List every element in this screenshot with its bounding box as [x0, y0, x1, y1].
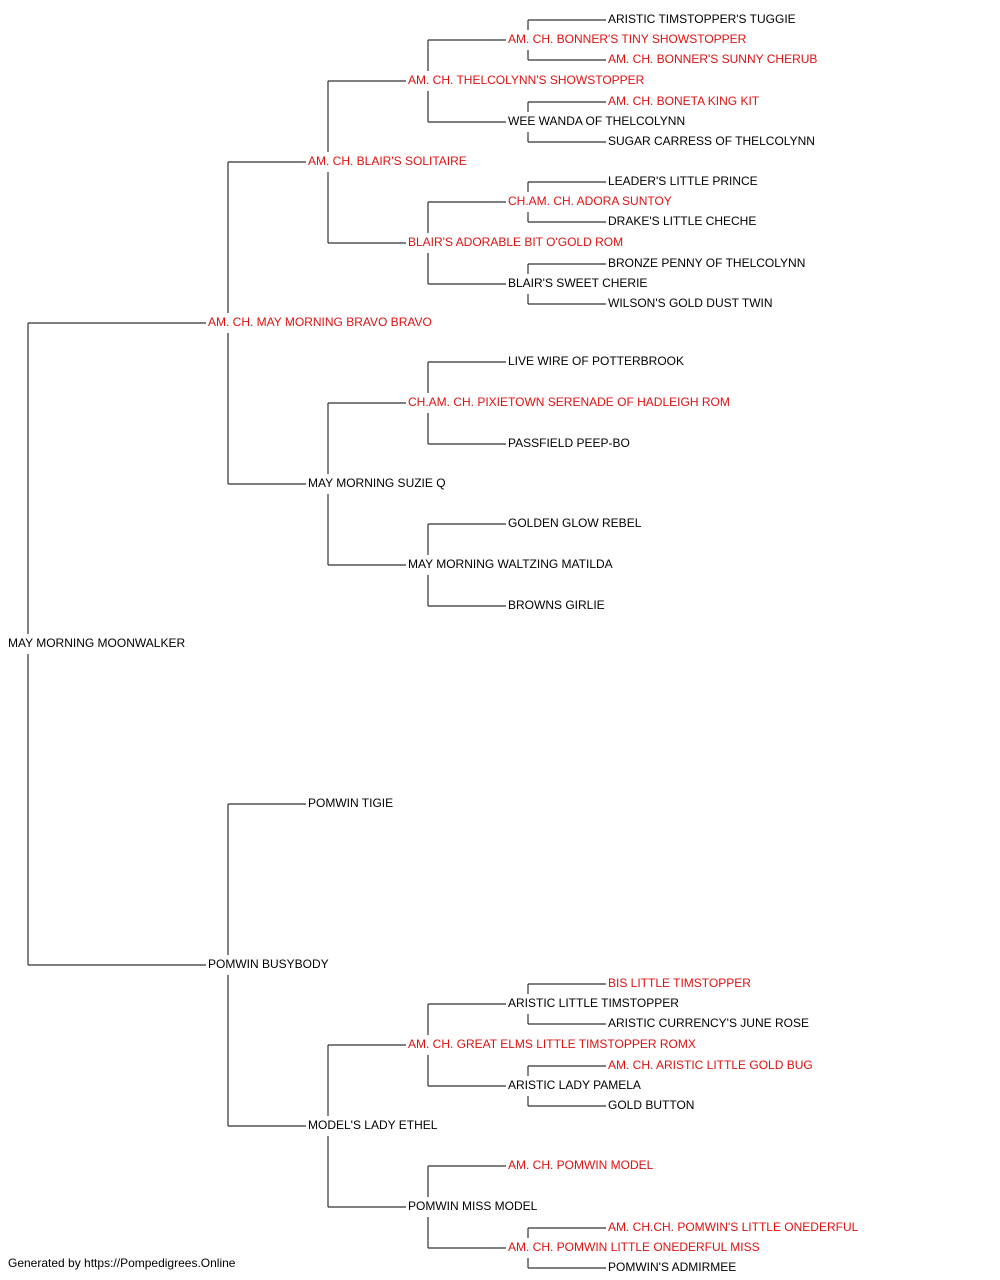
dog-name-root-sire-sire-dam-sire-dam: DRAKE'S LITTLE CHECHE: [608, 214, 756, 228]
dog-name-root-sire: AM. CH. MAY MORNING BRAVO BRAVO: [208, 315, 432, 329]
dog-name-root: MAY MORNING MOONWALKER: [8, 636, 185, 650]
dog-name-root-dam-dam-sire-sire: ARISTIC LITTLE TIMSTOPPER: [508, 996, 679, 1010]
dog-name-root-sire-dam-sire-dam: PASSFIELD PEEP-BO: [508, 436, 630, 450]
dog-name-root-dam-dam-sire-sire-sire: BIS LITTLE TIMSTOPPER: [608, 976, 751, 990]
dog-name-root-dam: POMWIN BUSYBODY: [208, 957, 329, 971]
dog-name-root-sire-sire-sire: AM. CH. THELCOLYNN'S SHOWSTOPPER: [408, 73, 645, 87]
dog-name-root-dam-dam-dam-dam-sire: AM. CH.CH. POMWIN'S LITTLE ONEDERFUL: [608, 1220, 859, 1234]
dog-name-root-sire-dam-sire-sire: LIVE WIRE OF POTTERBROOK: [508, 354, 684, 368]
dog-name-root-dam-dam-sire-dam: ARISTIC LADY PAMELA: [508, 1078, 641, 1092]
dog-name-root-sire-sire-dam-dam-dam: WILSON'S GOLD DUST TWIN: [608, 296, 773, 310]
dog-name-root-dam-dam-sire: AM. CH. GREAT ELMS LITTLE TIMSTOPPER ROM…: [408, 1037, 696, 1051]
dog-name-root-sire-sire-dam-sire-sire: LEADER'S LITTLE PRINCE: [608, 174, 758, 188]
dog-name-root-sire-sire-sire-dam-sire: AM. CH. BONETA KING KIT: [608, 94, 760, 108]
dog-name-root-dam-dam-sire-dam-dam: GOLD BUTTON: [608, 1098, 694, 1112]
dog-name-root-sire-sire-dam-dam: BLAIR'S SWEET CHERIE: [508, 276, 647, 290]
footer-credit: Generated by https://Pompedigrees.Online: [8, 1256, 236, 1270]
dog-name-root-sire-sire-dam-dam-sire: BRONZE PENNY OF THELCOLYNN: [608, 256, 805, 270]
dog-name-root-sire-dam: MAY MORNING SUZIE Q: [308, 476, 446, 490]
dog-name-root-sire-sire-dam: BLAIR'S ADORABLE BIT O'GOLD ROM: [408, 235, 623, 249]
dog-name-root-dam-dam: MODEL'S LADY ETHEL: [308, 1118, 438, 1132]
dog-name-root-dam-dam-sire-dam-sire: AM. CH. ARISTIC LITTLE GOLD BUG: [608, 1058, 813, 1072]
dog-name-root-sire-dam-dam-sire: GOLDEN GLOW REBEL: [508, 516, 642, 530]
dog-name-root-sire-sire-dam-sire: CH.AM. CH. ADORA SUNTOY: [508, 194, 672, 208]
dog-name-root-sire-sire-sire-sire: AM. CH. BONNER'S TINY SHOWSTOPPER: [508, 32, 747, 46]
dog-name-root-dam-dam-sire-sire-dam: ARISTIC CURRENCY'S JUNE ROSE: [608, 1016, 809, 1030]
dog-name-root-sire-sire-sire-dam: WEE WANDA OF THELCOLYNN: [508, 114, 685, 128]
dog-name-root-sire-sire: AM. CH. BLAIR'S SOLITAIRE: [308, 154, 467, 168]
dog-name-root-dam-dam-dam: POMWIN MISS MODEL: [408, 1199, 538, 1213]
dog-name-root-sire-dam-sire: CH.AM. CH. PIXIETOWN SERENADE OF HADLEIG…: [408, 395, 730, 409]
dog-name-root-sire-dam-dam-dam: BROWNS GIRLIE: [508, 598, 605, 612]
dog-name-root-sire-sire-sire-sire-sire: ARISTIC TIMSTOPPER'S TUGGIE: [608, 12, 796, 26]
dog-name-root-dam-sire: POMWIN TIGIE: [308, 796, 393, 810]
dog-name-root-sire-dam-dam: MAY MORNING WALTZING MATILDA: [408, 557, 613, 571]
dog-name-root-dam-dam-dam-dam-dam: POMWIN'S ADMIRMEE: [608, 1260, 736, 1274]
dog-name-root-dam-dam-dam-sire: AM. CH. POMWIN MODEL: [508, 1158, 654, 1172]
dog-name-root-sire-sire-sire-sire-dam: AM. CH. BONNER'S SUNNY CHERUB: [608, 52, 817, 66]
dog-name-root-dam-dam-dam-dam: AM. CH. POMWIN LITTLE ONEDERFUL MISS: [508, 1240, 760, 1254]
dog-name-root-sire-sire-sire-dam-dam: SUGAR CARRESS OF THELCOLYNN: [608, 134, 815, 148]
